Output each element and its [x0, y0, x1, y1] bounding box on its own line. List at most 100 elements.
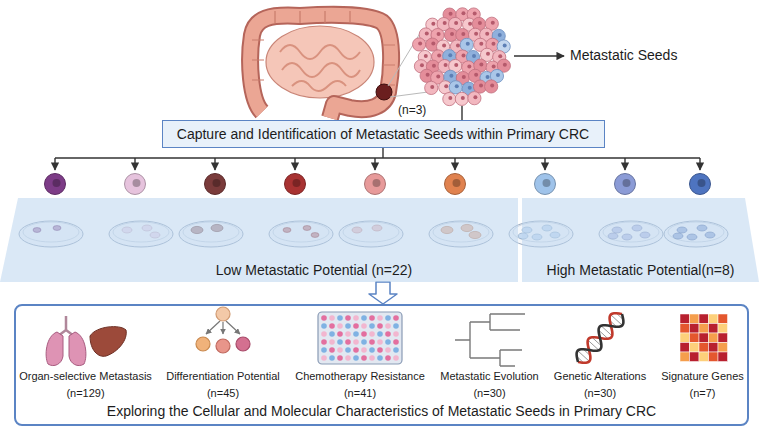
- seed-cells: [125, 174, 146, 195]
- well-plate-icon: [345, 331, 351, 337]
- well-plate-icon: [369, 339, 375, 345]
- tumor-cell-cluster: [461, 32, 465, 36]
- heatmap-icon: [699, 343, 709, 353]
- liver-icon: [90, 327, 126, 357]
- well-plate-icon: [361, 315, 367, 321]
- well-plate-icon: [393, 347, 399, 353]
- tumor-cell-cluster: [468, 86, 472, 90]
- tumor-cell-cluster: [450, 32, 454, 36]
- heatmap-icon: [709, 324, 719, 334]
- well-plate-icon: [353, 347, 359, 353]
- well-plate-icon: [321, 347, 327, 353]
- intestine-illustration: [376, 84, 392, 100]
- well-plate-icon: [369, 315, 375, 321]
- tumor-cell-cluster: [503, 63, 507, 67]
- well-plate-icon: [337, 347, 343, 353]
- tumor-cell-cluster: [426, 73, 430, 77]
- branch-arrows: [294, 158, 295, 170]
- tumor-cell-cluster: [454, 21, 458, 25]
- tree-wires: [382, 148, 383, 158]
- well-plate-icon: [377, 315, 383, 321]
- branch-arrows: [624, 158, 625, 170]
- heatmap-icon: [680, 314, 728, 362]
- differentiation-icon: [236, 337, 250, 351]
- band-label: High Metastatic Potential(n=8): [547, 262, 735, 278]
- heatmap-icon: [718, 314, 728, 324]
- intestine-illustration: [252, 11, 395, 85]
- well-plate-icon: [353, 315, 359, 321]
- well-plate-icon: [393, 339, 399, 345]
- heatmap-icon: [690, 324, 700, 334]
- well-plate-icon: [393, 315, 399, 321]
- seed-cells: [285, 174, 306, 195]
- heatmap-icon: [690, 314, 700, 324]
- pointer-arrow: [514, 56, 564, 57]
- tree-wires: [461, 106, 462, 120]
- well-plate-icon: [361, 355, 367, 361]
- tumor-cell-cluster: [461, 96, 465, 100]
- well-plate-icon: [385, 355, 391, 361]
- well-plate-icon: [393, 355, 399, 361]
- heatmap-icon: [709, 352, 719, 362]
- tumor-cell-cluster: [467, 64, 471, 68]
- seed-cells: [543, 179, 551, 187]
- tumor-cell-cluster: [449, 12, 453, 16]
- well-plate-icon: [369, 323, 375, 329]
- well-plate-icon: [369, 355, 375, 361]
- tumor-cell-cluster: [449, 74, 453, 78]
- banner-title: Capture and Identification of Metastatic…: [177, 126, 589, 142]
- seed-cells: [133, 179, 141, 187]
- well-plate-icon: [321, 315, 327, 321]
- pointer-arrow: [514, 55, 564, 56]
- band-shape: [522, 198, 759, 282]
- well-plate-icon: [337, 355, 343, 361]
- tumor-cell-cluster: [455, 92, 468, 105]
- tumor-cell-cluster: [454, 63, 458, 67]
- tree-wires: [55, 106, 700, 158]
- heatmap-icon: [690, 333, 700, 343]
- lung-icon: [69, 332, 86, 366]
- tumor-cell-cluster: [491, 21, 495, 25]
- well-plate-icon: [353, 331, 359, 337]
- seed-cells: [373, 179, 381, 187]
- well-plate-icon: [393, 331, 399, 337]
- item-count: (n=30): [473, 387, 505, 400]
- band-label: Low Metastatic Potential (n=22): [216, 262, 413, 278]
- tumor-cell-cluster: [473, 12, 477, 16]
- item-title: Metastatic Evolution: [440, 370, 538, 383]
- item-count: (n=30): [584, 387, 616, 400]
- block-arrow: [369, 282, 397, 304]
- well-plate-icon: [337, 323, 343, 329]
- well-plate-icon: [321, 331, 327, 337]
- lung-icon: [46, 332, 63, 366]
- tumor-cell-cluster: [468, 92, 481, 105]
- item-count: (n=41): [344, 387, 376, 400]
- tumor-cell-cluster: [449, 81, 462, 94]
- well-plate-icon: [369, 347, 375, 353]
- seed-cells: [535, 174, 556, 195]
- tumor-cell-cluster: [479, 84, 483, 88]
- tumor-cell-cluster: [474, 32, 478, 36]
- tumor-cell-cluster: [430, 85, 434, 89]
- well-plate-icon: [361, 331, 367, 337]
- lung-icon: [58, 316, 74, 336]
- item-title: Signature Genes: [661, 370, 744, 383]
- well-plate-icon: [329, 323, 335, 329]
- well-plate-icon: [377, 355, 383, 361]
- tumor-cell-cluster: [431, 22, 435, 26]
- well-plate-icon: [377, 347, 383, 353]
- tumor-cell-cluster: [437, 53, 441, 57]
- well-plate-icon: [377, 323, 383, 329]
- tumor-cell-cluster: [413, 8, 511, 106]
- well-plate-icon: [337, 339, 343, 345]
- tumor-cell-cluster: [418, 41, 422, 45]
- heatmap-icon: [699, 314, 709, 324]
- tumor-cell-cluster: [436, 75, 440, 79]
- intestine-illustration: [266, 26, 374, 98]
- item-count: (n=129): [66, 387, 104, 400]
- tumor-cell-cluster: [462, 54, 466, 58]
- well-plate-icon: [329, 331, 335, 337]
- item-count: (n=45): [207, 387, 239, 400]
- tumor-cell-cluster: [448, 96, 452, 100]
- intestine-illustration: [280, 45, 360, 91]
